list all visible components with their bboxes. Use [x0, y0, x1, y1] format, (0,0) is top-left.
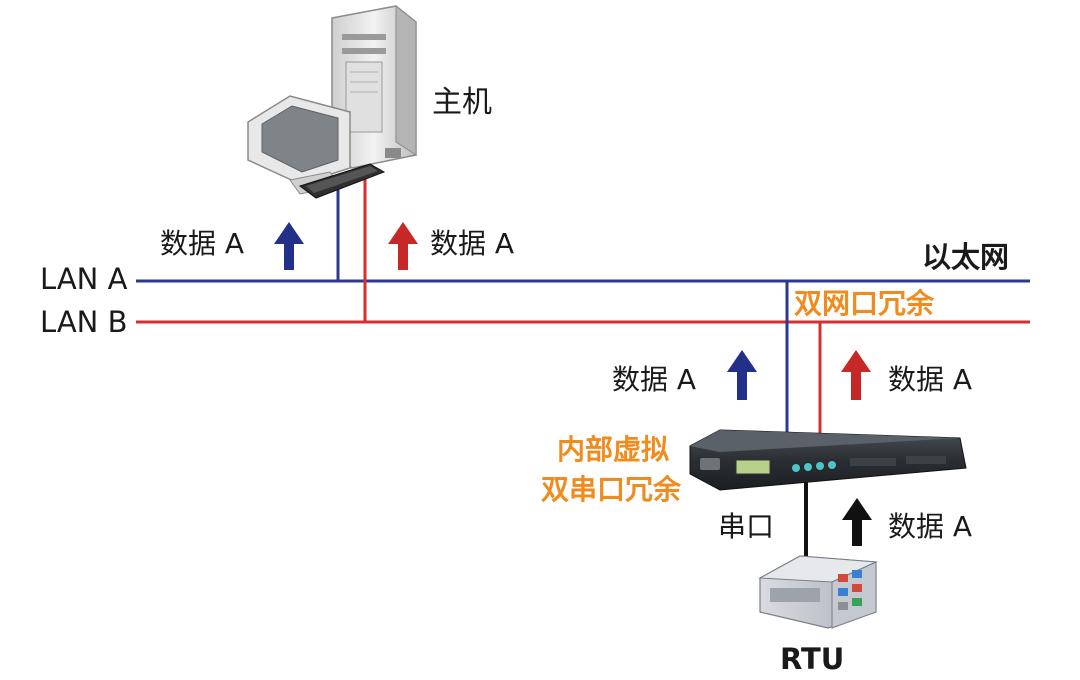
data-a-serial-label: 数据 A: [888, 510, 973, 543]
host-computer-icon: [247, 4, 417, 199]
arrow-up-red-host: [388, 222, 418, 270]
dual-port-redundancy-label: 双网口冗余: [794, 287, 935, 320]
arrow-up-blue-host: [274, 222, 304, 270]
data-a-device-blue-label: 数据 A: [612, 363, 697, 396]
arrow-up-red-device: [841, 350, 871, 400]
data-a-device-red-label: 数据 A: [888, 363, 973, 396]
arrow-up-black-serial: [842, 498, 872, 546]
rtu-device-icon: [758, 555, 878, 629]
data-a-host-blue-label: 数据 A: [160, 227, 245, 260]
arrow-up-blue-device: [727, 350, 757, 400]
lan-b-label: LAN B: [40, 305, 128, 339]
data-a-host-red-label: 数据 A: [430, 227, 515, 260]
ethernet-label: 以太网: [922, 240, 1010, 274]
lan-a-label: LAN A: [40, 262, 128, 296]
serial-device-server-icon: [689, 429, 967, 491]
dual-serial-redundancy-label: 双串口冗余: [541, 473, 682, 506]
host-label: 主机: [432, 85, 492, 120]
serial-port-label: 串口: [718, 510, 775, 543]
rtu-label: RTU: [780, 642, 845, 676]
internal-virtual-label: 内部虚拟: [557, 433, 670, 466]
